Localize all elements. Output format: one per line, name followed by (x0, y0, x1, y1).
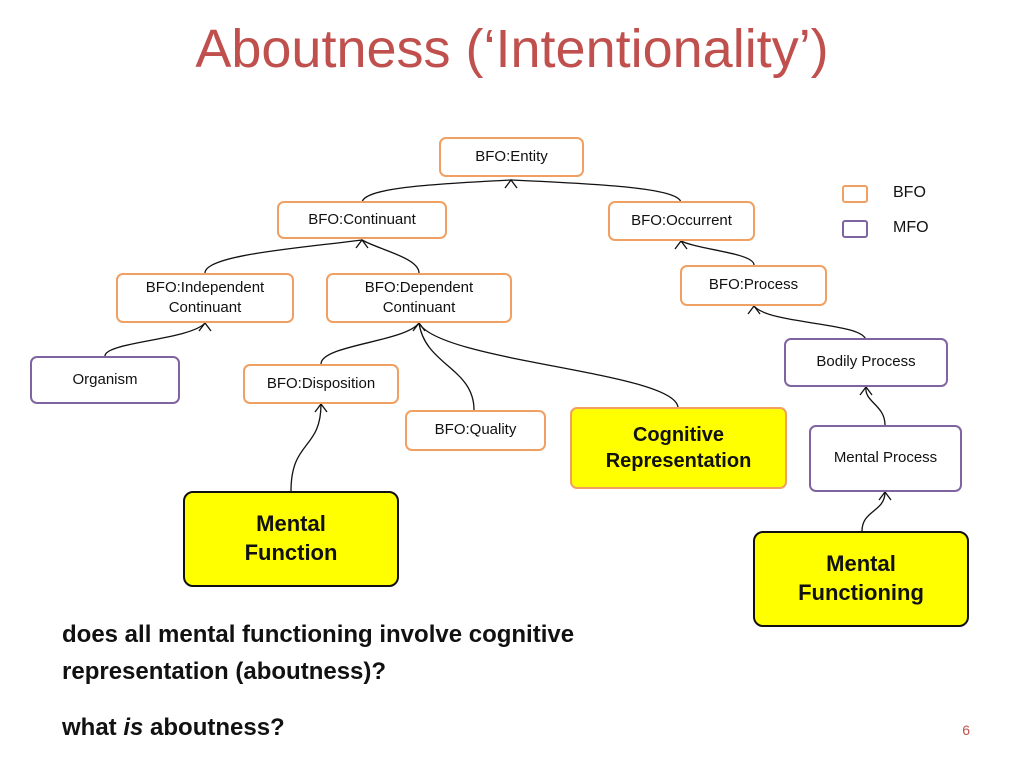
edge-dependent-continuant (361, 239, 420, 274)
edge-cognitive-dependent (418, 322, 679, 409)
question-2-prefix: what (62, 714, 124, 741)
node-bfo-dependent-continuant: BFO:Dependent Continuant (326, 273, 512, 323)
legend-bfo-label: BFO (893, 184, 926, 201)
slide-title: Aboutness (‘Intentionality’) (195, 19, 829, 79)
legend-mfo-label: MFO (893, 219, 929, 236)
arrow-independent (198, 321, 212, 332)
arrow-bodily (859, 385, 873, 396)
arrow-occurrent (674, 239, 688, 250)
node-label-line2: Continuant (168, 299, 242, 316)
node-label-line1: BFO:Independent (145, 278, 265, 296)
node-label-line1: Mental (256, 511, 326, 537)
node-label-line2: Functioning (798, 580, 924, 605)
node-label-line1: Cognitive (632, 424, 725, 446)
arrow-mentalprocess (878, 490, 892, 501)
arrow-dependent (412, 321, 426, 332)
node-label: BFO:Disposition (266, 374, 376, 392)
node-bfo-continuant: BFO:Continuant (277, 201, 447, 239)
node-label-line2: Function (244, 540, 338, 565)
question-1-line2: representation (aboutness)? (62, 658, 387, 686)
node-label: BFO:Entity (475, 147, 548, 165)
legend-bfo-swatch (842, 185, 868, 203)
edge-quality-dependent (418, 322, 475, 411)
question-2-suffix: aboutness? (143, 714, 285, 741)
node-mfo-organism: Organism (30, 356, 180, 404)
edge-occurrent-entity (510, 179, 682, 204)
arrow-disposition (314, 402, 328, 413)
node-label-line2: Continuant (382, 299, 456, 316)
edge-mentalfunction-disposition (290, 403, 322, 492)
node-label: BFO:Quality (434, 421, 517, 439)
legend-mfo-swatch (842, 220, 868, 238)
node-label: BFO:Occurrent (631, 211, 732, 229)
node-label: Mental Process (833, 449, 938, 467)
edge-independent-continuant (204, 239, 363, 274)
edge-bodily-process (753, 305, 867, 342)
arrow-process (747, 304, 761, 315)
edge-process-occurrent (680, 240, 755, 266)
node-mental-functioning: Mental Functioning (753, 531, 969, 627)
node-label-line2: Representation (605, 450, 752, 472)
node-cognitive-representation: Cognitive Representation (570, 407, 787, 489)
node-label-line1: Mental (826, 551, 896, 577)
page-number: 6 (962, 722, 970, 738)
edge-organism-independent (104, 322, 206, 357)
edge-disposition-dependent (320, 322, 420, 365)
edge-mental-bodily (865, 386, 886, 426)
node-mfo-mental-process: Mental Process (809, 425, 962, 492)
node-bfo-independent-continuant: BFO:Independent Continuant (116, 273, 294, 323)
question-1: does all mental functioning involve cogn… (62, 616, 574, 690)
node-label: Organism (72, 370, 138, 388)
node-label: BFO:Process (708, 276, 799, 294)
edge-continuant-entity (361, 179, 512, 204)
arrow-continuant (355, 238, 369, 249)
node-label: BFO:Continuant (308, 210, 416, 228)
node-bfo-process: BFO:Process (680, 265, 827, 306)
question-1-line1: does all mental functioning involve cogn… (62, 621, 575, 648)
node-label: Bodily Process (816, 353, 916, 371)
node-label-line1: BFO:Dependent (364, 278, 474, 296)
question-2-italic: is (123, 714, 144, 741)
node-bfo-entity: BFO:Entity (439, 137, 584, 177)
node-bfo-occurrent: BFO:Occurrent (608, 201, 755, 241)
question-2: what is aboutness? (62, 709, 285, 746)
node-bfo-disposition: BFO:Disposition (243, 364, 399, 404)
arrow-entity (504, 178, 518, 189)
node-mfo-bodily-process: Bodily Process (784, 338, 948, 387)
node-mental-function: Mental Function (183, 491, 399, 587)
node-bfo-quality: BFO:Quality (405, 410, 546, 451)
edge-mentalfunctioning-mentalprocess (861, 491, 886, 532)
